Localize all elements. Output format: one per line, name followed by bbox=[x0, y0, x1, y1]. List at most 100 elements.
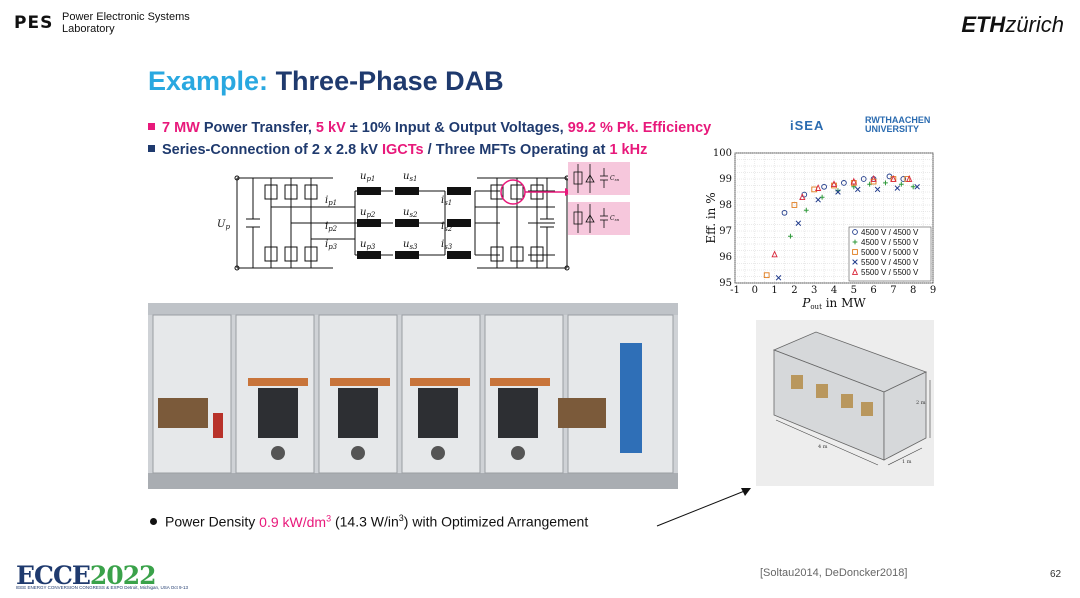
data-point bbox=[860, 176, 867, 182]
eth-logo-bold: ETH bbox=[961, 12, 1006, 37]
y-tick-label: 96 bbox=[719, 252, 732, 263]
bullet-list: 7 MW Power Transfer, 5 kV ± 10% Input & … bbox=[148, 117, 711, 161]
data-point bbox=[852, 239, 858, 245]
data-point bbox=[914, 184, 920, 190]
data-point bbox=[894, 185, 901, 191]
igct-highlight-circle bbox=[500, 179, 526, 205]
data-point bbox=[815, 197, 821, 203]
label-ip1: ip1 bbox=[325, 195, 337, 207]
label-up1: up1 bbox=[360, 171, 375, 183]
eth-logo-rest: zürich bbox=[1005, 12, 1064, 37]
x-tick-label: 6 bbox=[870, 285, 876, 296]
lab-name-line2: Laboratory bbox=[62, 23, 115, 35]
bullet-1-voltage: 5 kV bbox=[315, 120, 346, 136]
render-label-height: 2 m bbox=[916, 400, 926, 406]
legend-entry: 4500 V / 5500 V bbox=[861, 238, 919, 247]
label-ip3: ip3 bbox=[325, 239, 338, 251]
render-label-length: 4 m bbox=[818, 444, 828, 450]
label-up3: up3 bbox=[360, 239, 376, 251]
data-point bbox=[850, 180, 857, 186]
data-point bbox=[852, 259, 858, 265]
data-point bbox=[771, 250, 778, 258]
pes-logo: PES bbox=[14, 13, 54, 33]
x-tick-label: 0 bbox=[752, 285, 758, 296]
bullet-1-efficiency: 99.2 % Pk. Efficiency bbox=[567, 120, 712, 136]
legend-entry: 5500 V / 4500 V bbox=[861, 258, 919, 267]
data-point bbox=[851, 268, 859, 275]
references: [Soltau2014, DeDoncker2018] bbox=[760, 567, 908, 579]
data-point bbox=[815, 184, 822, 191]
data-point bbox=[841, 180, 847, 186]
x-tick-label: 7 bbox=[890, 285, 896, 296]
y-tick-label: 98 bbox=[719, 200, 732, 211]
x-tick-label: 2 bbox=[791, 285, 797, 296]
rwth-logo: RWTHAACHEN UNIVERSITY bbox=[865, 116, 930, 134]
data-point bbox=[898, 181, 904, 187]
legend-entry: 4500 V / 4500 V bbox=[861, 228, 919, 237]
y-tick-label: 100 bbox=[713, 148, 732, 159]
label-csn-bottom: Csn bbox=[610, 215, 620, 222]
isea-logo: iSEA bbox=[790, 118, 825, 133]
ecce-subtitle: IEEE ENERGY CONVERSION CONGRESS & EXPO D… bbox=[16, 585, 188, 590]
label-us1: us1 bbox=[403, 171, 418, 183]
power-density-bullet: Power Density 0.9 kW/dm3 (14.3 W/in3) wi… bbox=[150, 513, 588, 530]
bullet-2: Series-Connection of 2 x 2.8 kV IGCTs / … bbox=[148, 139, 711, 161]
page-number: 62 bbox=[1050, 569, 1062, 580]
ecce-logo-text: ECCE bbox=[16, 561, 91, 590]
data-point bbox=[819, 194, 825, 200]
igct-snubber-detail: Csn Csn bbox=[568, 162, 630, 235]
optimized-arrangement-render: 4 m 2 m 1 m bbox=[756, 320, 934, 486]
label-csn-top: Csn bbox=[610, 175, 620, 182]
data-point bbox=[781, 209, 788, 216]
x-tick-label: 8 bbox=[910, 285, 916, 296]
y-axis-label: Eff. in % bbox=[704, 192, 718, 243]
ecce-logo: ECCE2022 bbox=[16, 561, 156, 590]
x-tick-label: 4 bbox=[831, 285, 837, 296]
bullet-1: 7 MW Power Transfer, 5 kV ± 10% Input & … bbox=[148, 117, 711, 139]
data-point bbox=[775, 275, 782, 281]
data-point bbox=[795, 220, 802, 226]
data-point bbox=[870, 175, 877, 182]
x-tick-label: 1 bbox=[771, 285, 777, 296]
bullet-2-text-b: / Three MFTs Operating at bbox=[423, 142, 610, 158]
lab-name: Power Electronic Systems Laboratory bbox=[62, 11, 190, 35]
converter-cabinet-photo bbox=[148, 303, 678, 489]
x-tick-label: 9 bbox=[930, 285, 936, 296]
bullet-dot-icon bbox=[150, 517, 157, 525]
legend-entry: 5500 V / 5500 V bbox=[861, 268, 919, 277]
bullet-1-text-a: Power Transfer, bbox=[199, 120, 316, 136]
bullet-2-frequency: 1 kHz bbox=[609, 142, 648, 158]
data-point bbox=[831, 182, 837, 189]
title-main: Three-Phase DAB bbox=[268, 66, 504, 96]
render-label-depth: 1 m bbox=[902, 459, 912, 465]
data-point bbox=[799, 193, 806, 201]
data-point bbox=[900, 176, 907, 182]
title-accent: Example: bbox=[148, 66, 269, 96]
label-is2: is2 bbox=[441, 221, 453, 233]
data-point bbox=[852, 229, 858, 235]
data-point bbox=[883, 180, 888, 186]
pd-value-text: 0.9 kW/dm bbox=[259, 513, 327, 530]
x-axis-label: Pout in MW bbox=[801, 296, 866, 311]
data-point bbox=[821, 183, 827, 190]
label-is3: is3 bbox=[441, 239, 453, 251]
data-point bbox=[852, 249, 858, 255]
data-point bbox=[830, 180, 838, 188]
data-point bbox=[763, 272, 770, 279]
bullet-square-icon bbox=[148, 123, 155, 130]
data-point bbox=[803, 207, 809, 213]
y-tick-label: 99 bbox=[719, 174, 732, 185]
label-us3: us3 bbox=[403, 239, 418, 251]
data-point bbox=[788, 233, 793, 239]
data-point bbox=[874, 186, 881, 193]
pd-prefix: Power Density bbox=[165, 513, 260, 530]
label-ip2: ip2 bbox=[325, 221, 338, 233]
x-tick-label: 5 bbox=[851, 285, 857, 296]
pd-value: 0.9 kW/dm3 bbox=[259, 513, 331, 530]
legend-entry: 5000 V / 5000 V bbox=[861, 248, 919, 257]
rwth-logo-line1: RWTHAACHEN bbox=[865, 115, 931, 125]
data-point bbox=[910, 184, 916, 190]
ecce-logo-year: 2022 bbox=[89, 561, 157, 590]
data-point bbox=[855, 186, 861, 193]
